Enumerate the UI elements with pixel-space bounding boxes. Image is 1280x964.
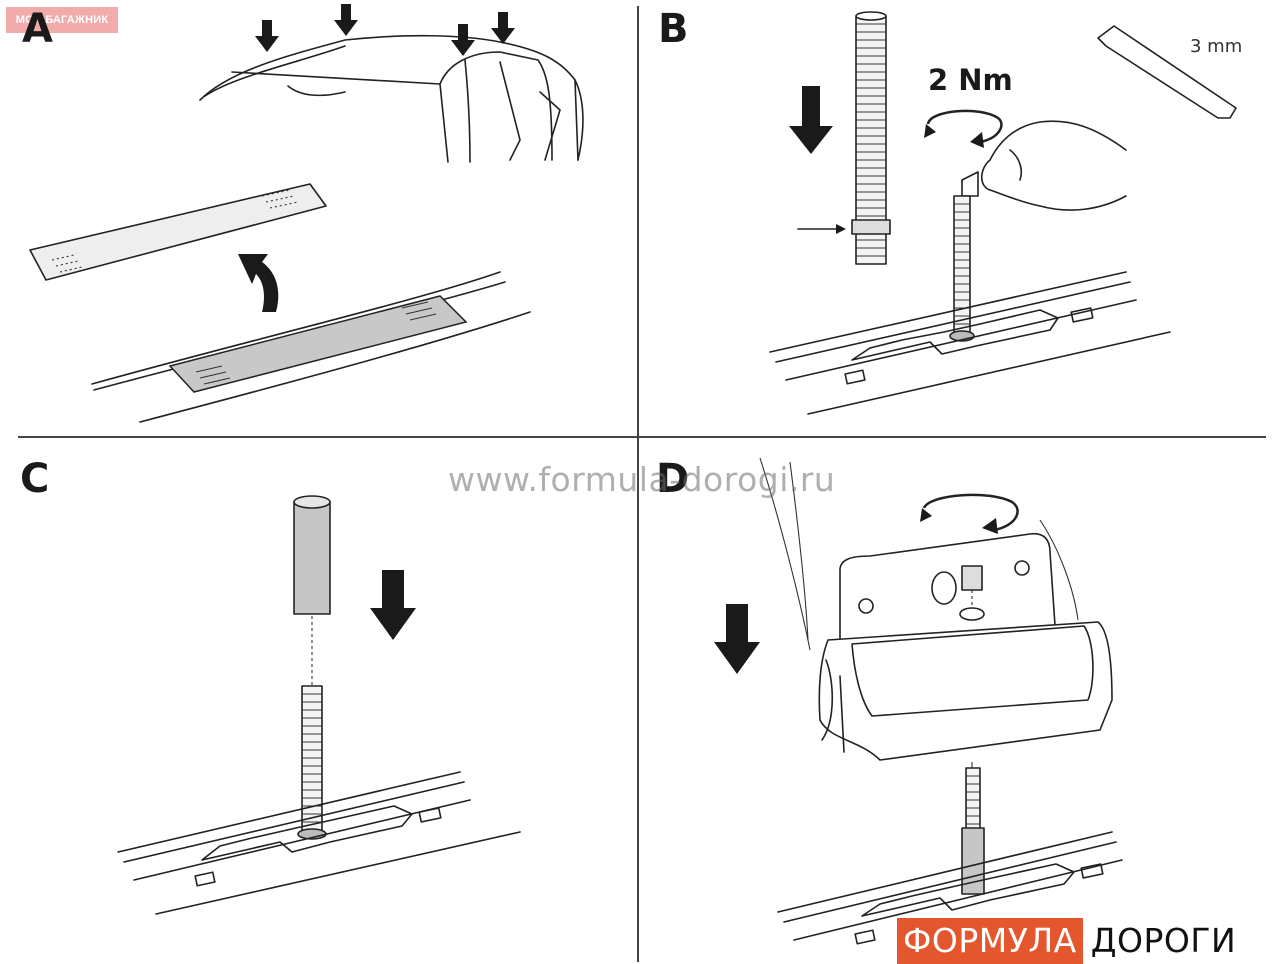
rotation-arrow-b — [924, 109, 1003, 148]
panel-letter-a: A — [22, 6, 53, 52]
rail-b — [769, 271, 1171, 415]
panel-b-illustration — [769, 11, 1237, 415]
car-roof-outline — [199, 34, 584, 163]
panel-a-illustration — [29, 4, 584, 423]
panel-d-down-arrow — [714, 604, 760, 674]
logo-left-text: ФОРМУЛА — [897, 918, 1083, 964]
panel-letter-d: D — [656, 456, 690, 502]
brand-logo: ФОРМУЛА ДОРОГИ — [897, 918, 1243, 964]
roof-rail-with-pad — [91, 271, 531, 423]
allen-key — [1097, 25, 1237, 119]
panel-letter-b: B — [658, 6, 689, 52]
key-size-label: 3 mm — [1190, 36, 1243, 57]
rail-d — [777, 831, 1123, 945]
panel-divider-vertical — [637, 6, 639, 962]
adhesive-pad-removed — [29, 183, 327, 281]
panel-c-down-arrow — [370, 570, 416, 640]
panel-divider-horizontal — [18, 436, 1266, 438]
hand-with-key — [961, 120, 1127, 211]
corner-badge: МОЙ БАГАЖНИК — [6, 7, 118, 33]
peel-curved-arrow — [238, 254, 279, 312]
torque-label: 2 Nm — [928, 63, 1013, 97]
panel-c-illustration — [117, 495, 521, 915]
rotation-arrow-d — [920, 493, 1019, 534]
website-watermark: www.formula-dorogi.ru — [448, 460, 836, 499]
threaded-sleeve — [851, 11, 891, 265]
panel-d-illustration — [714, 457, 1123, 945]
rail-c — [117, 771, 521, 915]
panel-letter-c: C — [20, 456, 50, 502]
roof-rack-foot — [818, 532, 1113, 770]
spacer-tube — [293, 495, 331, 615]
panel-b-down-arrow — [789, 86, 833, 154]
logo-right-text: ДОРОГИ — [1082, 918, 1243, 964]
bolt-c — [297, 685, 327, 840]
roof-point-arrows — [255, 4, 515, 56]
